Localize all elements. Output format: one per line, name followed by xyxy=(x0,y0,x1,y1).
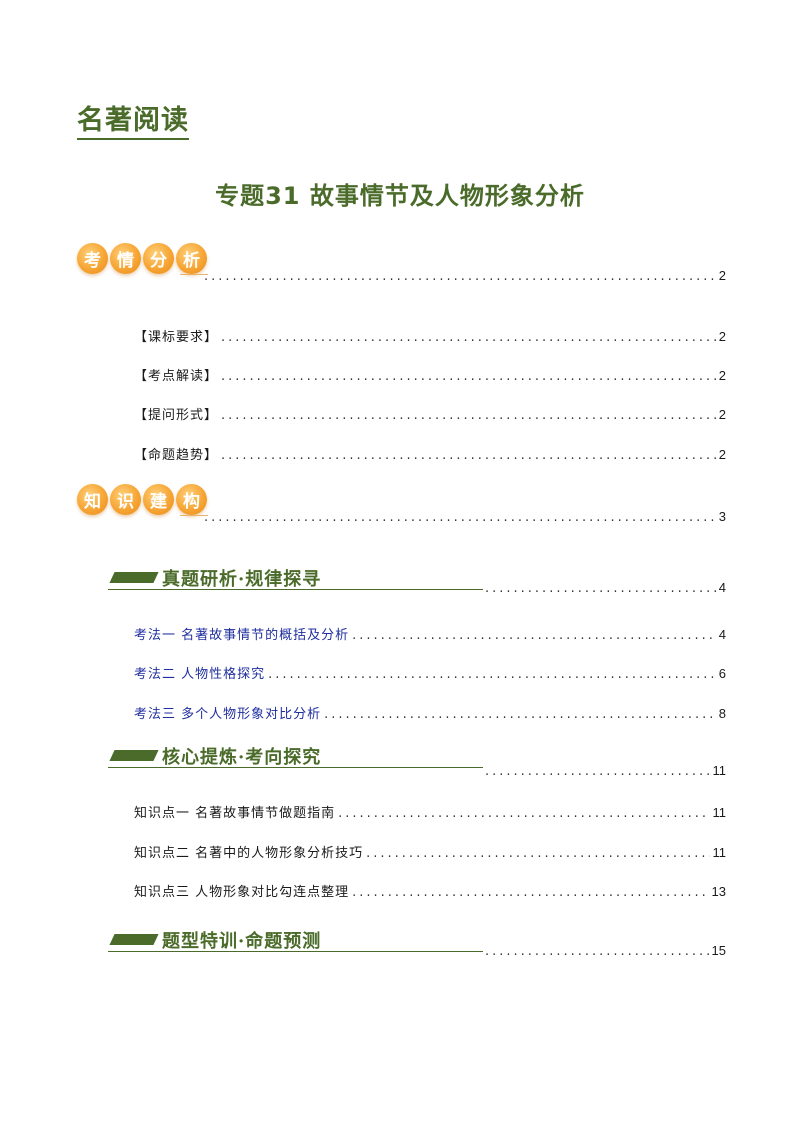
page-number: 3 xyxy=(718,509,726,524)
badge-underline xyxy=(180,515,208,516)
toc-row[interactable]: 【提问形式】 2 xyxy=(134,404,726,423)
toc-label: 知识点一 名著故事情节做题指南 xyxy=(134,806,336,821)
dot-leader xyxy=(204,510,716,525)
toc-row-section[interactable]: 4 xyxy=(485,580,726,596)
badge-analysis: 考 情 分 析 xyxy=(77,243,207,274)
section-title: 核心提炼·考向探究 xyxy=(162,747,322,768)
badge-char: 析 xyxy=(176,243,207,274)
dot-leader xyxy=(221,330,716,345)
toc-row[interactable]: 考法一 名著故事情节的概括及分析 4 xyxy=(134,624,726,643)
toc-label: 考法二 人物性格探究 xyxy=(134,667,266,682)
dot-leader xyxy=(338,806,709,821)
toc-label: 知识点二 名著中的人物形象分析技巧 xyxy=(134,846,364,861)
dot-leader xyxy=(366,846,709,861)
toc-label: 【考点解读】 xyxy=(134,369,219,384)
toc-row[interactable]: 考法二 人物性格探究 6 xyxy=(134,663,726,682)
dot-leader xyxy=(485,944,709,959)
dot-leader xyxy=(485,581,716,596)
section-title: 题型特训·命题预测 xyxy=(162,931,322,952)
toc-label: 【提问形式】 xyxy=(134,408,219,423)
dot-leader xyxy=(352,628,716,643)
page-number: 4 xyxy=(718,627,726,642)
toc-label: 【命题趋势】 xyxy=(134,448,219,463)
toc-row-section[interactable]: 11 xyxy=(485,763,727,779)
page-number: 2 xyxy=(718,368,726,383)
page-number: 2 xyxy=(718,268,726,283)
toc-label: 考法一 名著故事情节的概括及分析 xyxy=(134,628,350,643)
badge-char: 知 xyxy=(77,484,108,515)
toc-row[interactable]: 知识点一 名著故事情节做题指南 11 xyxy=(134,802,726,821)
dot-leader xyxy=(485,764,710,779)
toc-row-knowledge[interactable]: 3 xyxy=(204,509,726,525)
page-number: 2 xyxy=(718,329,726,344)
badge-char: 考 xyxy=(77,243,108,274)
page-number: 15 xyxy=(711,943,726,958)
page-number: 2 xyxy=(718,447,726,462)
page-number: 11 xyxy=(712,845,727,860)
section-bar-icon xyxy=(109,572,159,583)
toc-row-analysis[interactable]: 2 xyxy=(204,268,726,284)
toc-label: 考法三 多个人物形象对比分析 xyxy=(134,707,322,722)
toc-row[interactable]: 【考点解读】 2 xyxy=(134,365,726,384)
section-bar-icon xyxy=(109,750,159,761)
badge-underline xyxy=(180,274,208,275)
dot-leader xyxy=(221,408,716,423)
section-title: 真题研析·规律探寻 xyxy=(162,569,322,590)
dot-leader xyxy=(204,269,716,284)
toc-row[interactable]: 知识点二 名著中的人物形象分析技巧 11 xyxy=(134,842,726,861)
dot-leader xyxy=(324,707,716,722)
page-number: 4 xyxy=(718,580,726,595)
section-underline xyxy=(108,589,483,590)
toc-row-section[interactable]: 15 xyxy=(485,943,726,959)
section-underline xyxy=(108,767,483,768)
section-bar-icon xyxy=(109,934,159,945)
page-number: 13 xyxy=(711,884,726,899)
dot-leader xyxy=(268,667,716,682)
page-number: 6 xyxy=(718,666,726,681)
badge-char: 构 xyxy=(176,484,207,515)
page-header-title: 名著阅读 xyxy=(77,104,189,140)
badge-char: 识 xyxy=(110,484,141,515)
toc-label: 知识点三 人物形象对比勾连点整理 xyxy=(134,885,350,900)
dot-leader xyxy=(221,369,716,384)
dot-leader xyxy=(221,448,716,463)
dot-leader xyxy=(352,885,708,900)
page-number: 2 xyxy=(718,407,726,422)
page-number: 11 xyxy=(712,805,727,820)
toc-row[interactable]: 【课标要求】 2 xyxy=(134,326,726,345)
page-number: 11 xyxy=(712,763,727,778)
page-number: 8 xyxy=(718,706,726,721)
badge-char: 分 xyxy=(143,243,174,274)
section-underline xyxy=(108,951,483,952)
topic-title: 专题31 故事情节及人物形象分析 xyxy=(215,182,585,210)
toc-row[interactable]: 知识点三 人物形象对比勾连点整理 13 xyxy=(134,881,726,900)
toc-row[interactable]: 【命题趋势】 2 xyxy=(134,444,726,463)
badge-knowledge: 知 识 建 构 xyxy=(77,484,207,515)
toc-label: 【课标要求】 xyxy=(134,330,219,345)
badge-char: 建 xyxy=(143,484,174,515)
toc-row[interactable]: 考法三 多个人物形象对比分析 8 xyxy=(134,703,726,722)
badge-char: 情 xyxy=(110,243,141,274)
